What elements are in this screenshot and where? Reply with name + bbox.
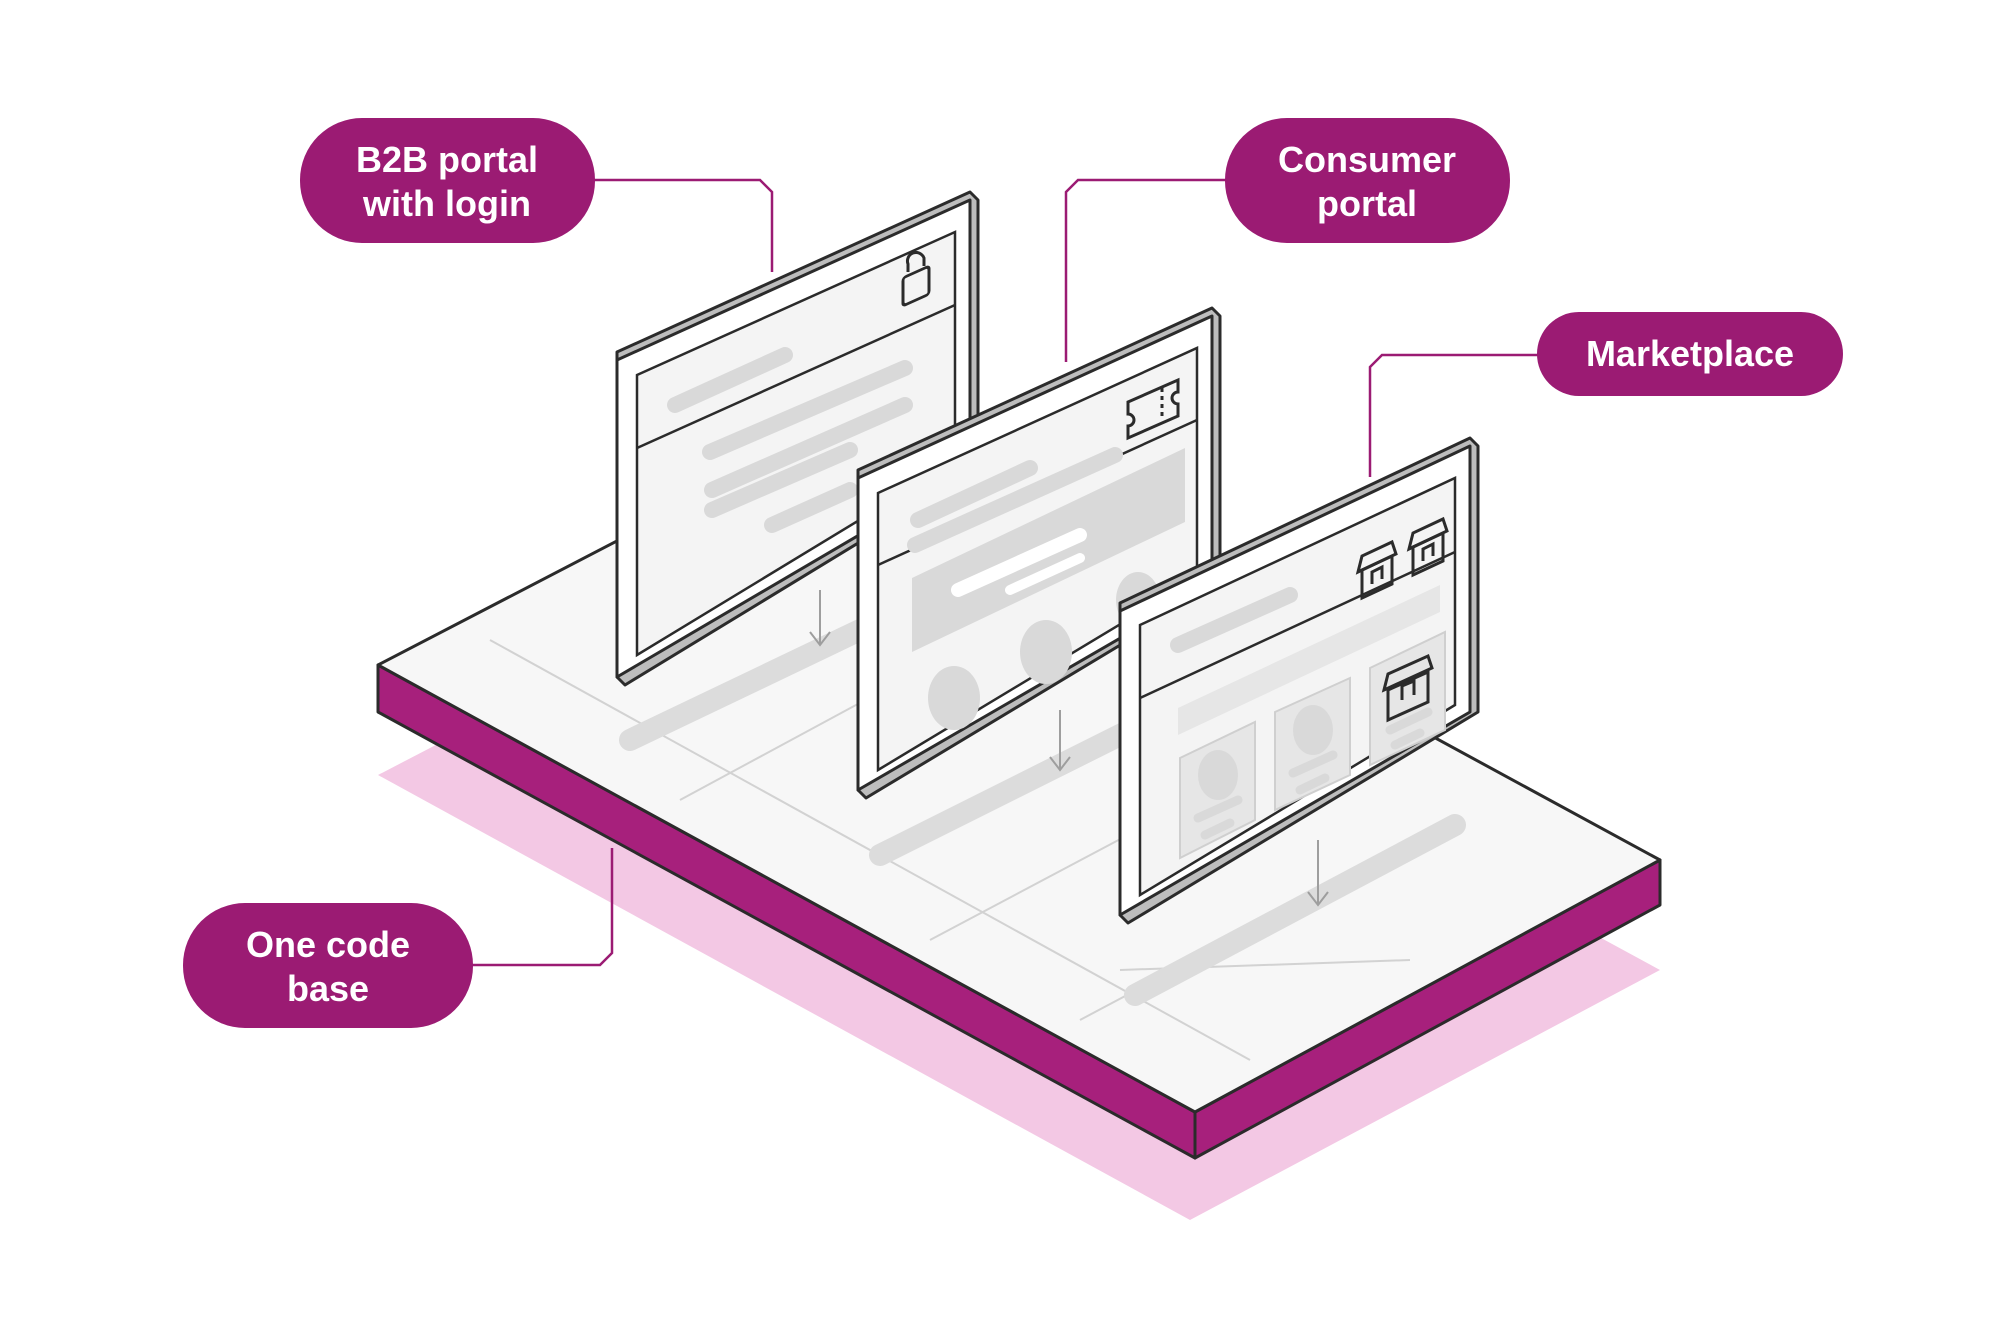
codebase-leader-line (470, 848, 614, 967)
codebase-label-line2: base (287, 968, 369, 1009)
marketplace-screen: Marketplace (1118, 312, 1843, 925)
lock-icon (901, 250, 931, 307)
consumer-portal-screen: Consumer portal (856, 118, 1510, 800)
panel-floor-shadows (619, 619, 1466, 1006)
marketplace-pill (1537, 312, 1843, 396)
marketplace-label: Marketplace (1586, 333, 1794, 374)
storefront-icon (1381, 653, 1434, 723)
codebase-pill (183, 903, 473, 1028)
b2b-portal-label-line2: with login (362, 183, 531, 224)
storefront-icon-header-2 (1406, 516, 1449, 578)
marketplace-leader-line (1368, 353, 1545, 477)
consumer-leader-line (1064, 178, 1235, 362)
consumer-portal-label-line2: portal (1317, 183, 1417, 224)
b2b-leader-line (590, 178, 774, 272)
b2b-portal-label-line1: B2B portal (356, 139, 538, 180)
b2b-portal-pill (300, 118, 595, 243)
codebase-label-line1: One code (246, 924, 410, 965)
ticket-icon (1126, 377, 1180, 441)
drop-arrows (809, 590, 1329, 907)
consumer-portal-label-line1: Consumer (1278, 139, 1456, 180)
consumer-portal-pill (1225, 118, 1510, 243)
storefront-icon-header-1 (1355, 539, 1398, 601)
code-base-callout: One code base (183, 848, 614, 1028)
